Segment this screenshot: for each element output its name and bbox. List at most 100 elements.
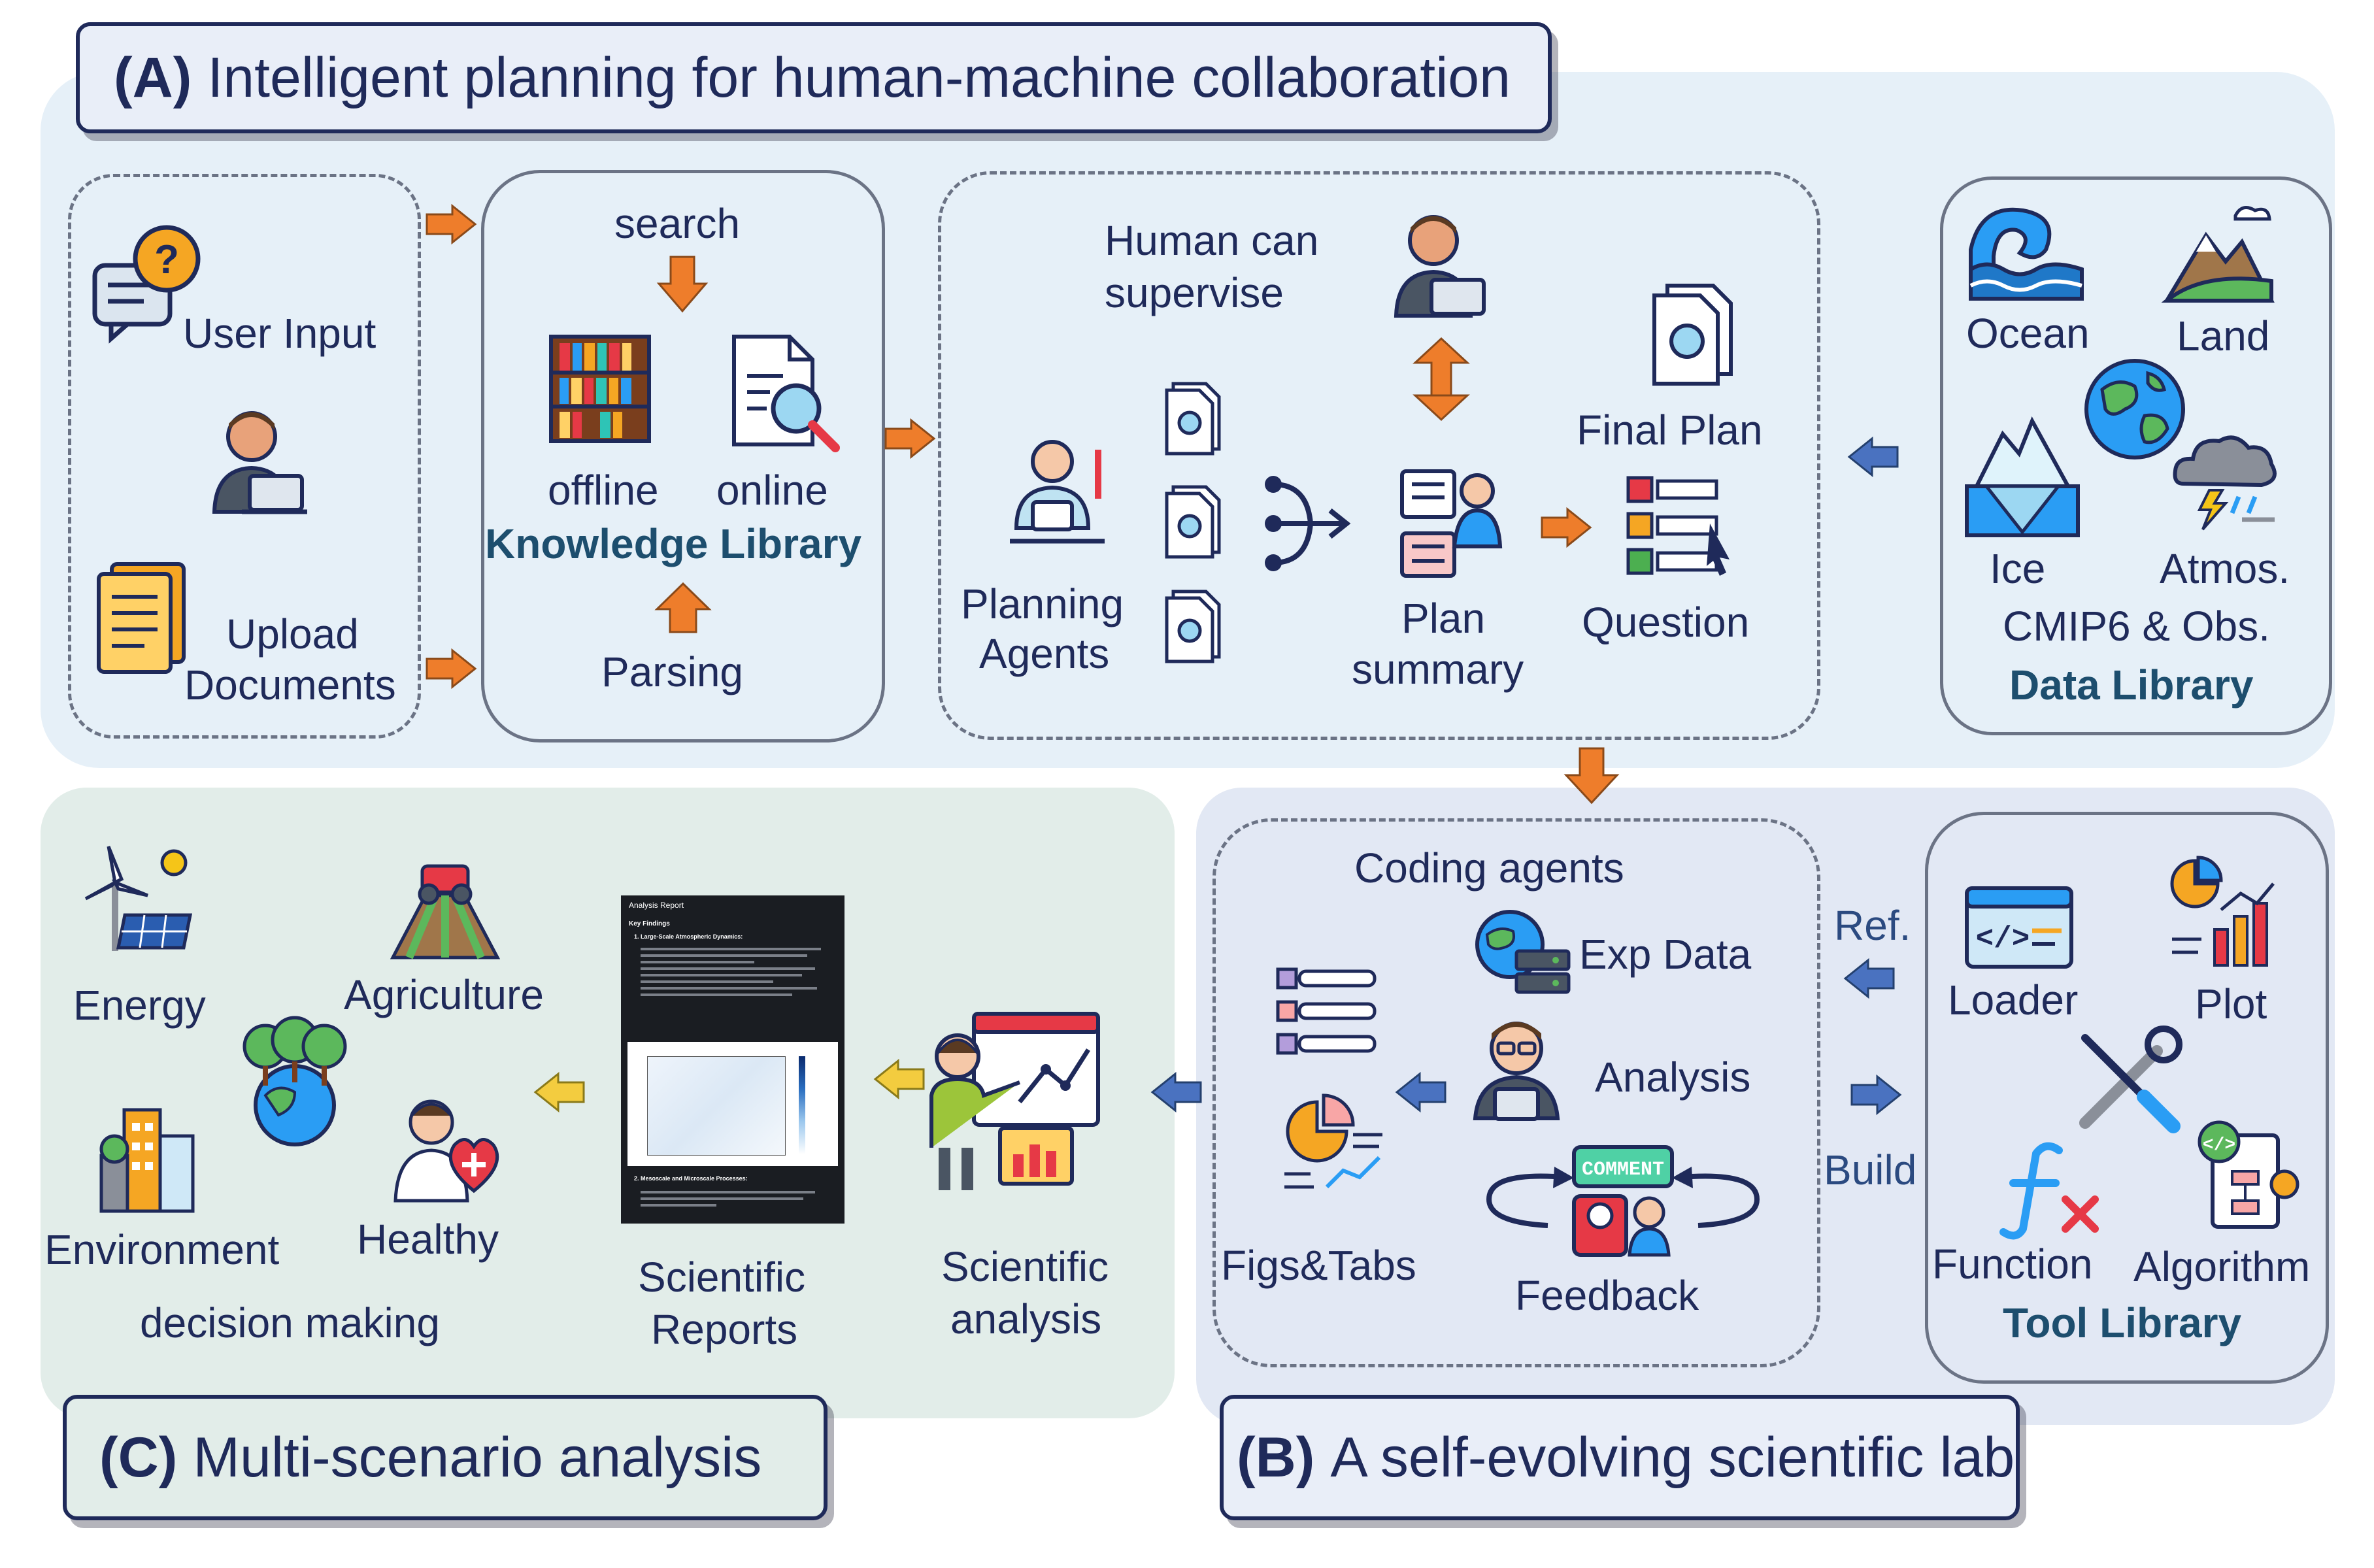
svg-text:</>: </>: [1976, 922, 2030, 956]
report-text-lines: [641, 944, 830, 1000]
panel-a-title-text: Intelligent planning for human-machine c…: [207, 46, 1511, 109]
ocean-wave-icon: [1969, 207, 2084, 301]
arrow-right-blue-build: [1850, 1074, 1902, 1116]
function-label: Function: [1932, 1241, 2093, 1288]
algorithm-flowchart-icon: </>: [2198, 1120, 2299, 1229]
environment-label: Environment: [44, 1226, 280, 1273]
earth-globe-icon: [2084, 359, 2185, 459]
decision-making-label: decision making: [140, 1299, 440, 1346]
data-library-box: [1940, 176, 2332, 735]
arrow-left-yellow-1: [533, 1071, 585, 1113]
figs-tabs-label: Figs&Tabs: [1221, 1242, 1416, 1289]
knowledge-library-label: Knowledge Library: [485, 520, 862, 567]
upload-label: Upload: [226, 610, 359, 658]
healthy-label: Healthy: [357, 1216, 499, 1263]
question-list-icon: [1626, 476, 1730, 576]
data-library-label: Data Library: [2009, 661, 2254, 709]
tool-library-label: Tool Library: [2003, 1299, 2242, 1346]
tool-library-box: [1925, 812, 2329, 1384]
arrow-down-orange-search: [656, 256, 709, 313]
figs-list-icon: [1276, 967, 1377, 1055]
parsing-label: Parsing: [601, 648, 743, 695]
plan-doc-icon-1: [1165, 382, 1221, 456]
cmip6-label: CMIP6 & Obs.: [2003, 603, 2270, 650]
arrow-left-blue-ref: [1843, 958, 1895, 999]
panel-b-title: (B) A self-evolving scientific lab: [1220, 1395, 2020, 1520]
bookshelf-icon: [549, 335, 651, 443]
city-buildings-icon: [99, 1108, 195, 1213]
arrow-right-orange-2: [426, 648, 477, 690]
arrow-right-orange-4: [1541, 507, 1592, 548]
ice-label: Ice: [1990, 545, 2046, 592]
merge-arrow-icon: [1265, 476, 1351, 571]
svg-text:</>: </>: [2203, 1135, 2235, 1156]
panel-b-tag: (B): [1237, 1426, 1315, 1489]
agriculture-label: Agriculture: [344, 971, 544, 1018]
environment-globe-trees-icon: [242, 1016, 347, 1146]
final-plan-icon: [1652, 284, 1733, 386]
healthy-doctor-heart-icon: [393, 1099, 499, 1203]
online-label: online: [716, 467, 828, 514]
report-heading: Analysis Report: [629, 901, 684, 910]
energy-solar-wind-icon: [84, 846, 193, 951]
final-plan-label: Final Plan: [1577, 407, 1763, 454]
panel-c-tag: (C): [99, 1426, 178, 1489]
plan-summary-icon: [1400, 469, 1503, 578]
arrow-left-yellow-2: [873, 1058, 925, 1100]
scientific-reports-label-2: Reports: [651, 1306, 798, 1353]
panel-c-title-text: Multi-scenario analysis: [193, 1426, 762, 1489]
input-box: [68, 174, 421, 739]
algorithm-label: Algorithm: [2133, 1243, 2311, 1290]
feedback-label: Feedback: [1515, 1272, 1699, 1319]
function-symbol-icon: [1999, 1142, 2099, 1240]
arrow-down-orange-to-b: [1563, 747, 1620, 805]
panel-a-tag: (A): [114, 46, 192, 109]
scientific-analysis-label-1: Scientific: [941, 1243, 1109, 1290]
report-item-1: 1. Large-Scale Atmospheric Dynamics:: [634, 933, 743, 940]
arrow-left-blue-to-c: [1150, 1071, 1202, 1113]
knowledge-library-box: [481, 170, 885, 742]
arrow-left-blue-analysis: [1395, 1071, 1446, 1113]
search-label: search: [614, 200, 741, 247]
atmos-label: Atmos.: [2160, 545, 2290, 592]
supervisor-person-icon: [1394, 215, 1486, 318]
question-label: Question: [1582, 599, 1750, 646]
coding-agents-label: Coding agents: [1354, 844, 1624, 892]
loader-code-window-icon: </>: [1965, 886, 2073, 969]
person-laptop-icon: [212, 411, 307, 514]
plan-doc-icon-3: [1165, 590, 1221, 663]
summary-label: summary: [1352, 646, 1524, 693]
ice-iceberg-icon: [1965, 416, 2080, 537]
loader-label: Loader: [1948, 976, 2079, 1024]
analysis-label: Analysis: [1595, 1054, 1751, 1101]
human-can-label: Human can: [1105, 217, 1319, 264]
figs-chart-icon: [1284, 1093, 1382, 1189]
question-chat-icon: ?: [92, 225, 201, 344]
agents-label: Agents: [979, 630, 1110, 677]
report-item-2: 2. Mesoscale and Microscale Processes:: [634, 1175, 748, 1182]
comment-badge-text: COMMENT: [1582, 1159, 1664, 1181]
arrow-up-orange-parsing: [654, 582, 712, 633]
land-mountain-icon: [2161, 206, 2275, 303]
report-key-findings: Key Findings: [629, 920, 670, 927]
scientific-reports-label-1: Scientific: [638, 1254, 806, 1301]
plot-chart-icon: [2170, 856, 2275, 967]
document-icon: [97, 562, 186, 674]
supervise-label: supervise: [1105, 269, 1284, 316]
panel-a-title: (A) Intelligent planning for human-machi…: [76, 22, 1552, 133]
exp-data-label: Exp Data: [1579, 931, 1752, 978]
plan-label: Plan: [1401, 595, 1486, 642]
scientific-analysis-label-2: analysis: [950, 1295, 1102, 1343]
plot-label: Plot: [2195, 980, 2267, 1027]
analysis-coder-icon: [1473, 1022, 1560, 1121]
analysis-report-thumbnail: Analysis Report Key Findings 1. Large-Sc…: [621, 895, 844, 1224]
panel-b-title-text: A self-evolving scientific lab: [1330, 1426, 2015, 1489]
ocean-label: Ocean: [1966, 310, 2090, 357]
planning-label: Planning: [961, 580, 1124, 627]
planning-agent-icon: [1010, 440, 1105, 544]
plan-doc-icon-2: [1165, 485, 1221, 559]
planning-box: [938, 171, 1820, 740]
agriculture-tractor-icon: [390, 864, 501, 959]
land-label: Land: [2177, 312, 2270, 359]
user-input-label: User Input: [183, 310, 376, 357]
